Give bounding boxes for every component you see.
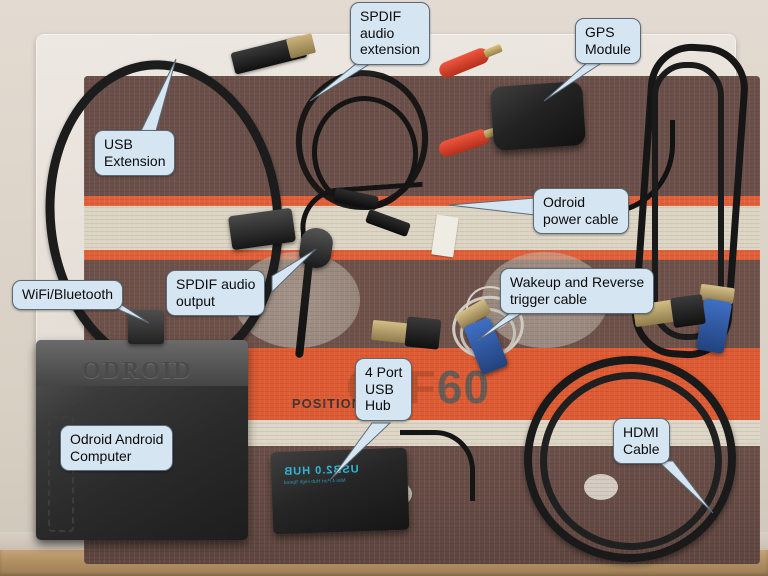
callout-wifi-bluetooth[interactable]: WiFi/Bluetooth bbox=[12, 280, 124, 310]
odroid-enclosure-top bbox=[36, 340, 248, 386]
sleeve-band-cream-1 bbox=[84, 206, 760, 250]
sleeve-band-orange-2 bbox=[84, 250, 760, 260]
callout-gps-module[interactable]: GPS Module bbox=[575, 18, 641, 65]
sleeve-band-orange-1 bbox=[84, 196, 760, 206]
coiled-black-cable-inner bbox=[652, 62, 724, 340]
usb-hub-cable bbox=[400, 430, 475, 501]
cassette-position-text: POSITION bbox=[292, 396, 363, 411]
odroid-brand-text: ODROID bbox=[82, 358, 193, 384]
odroid-vent-slot bbox=[48, 416, 74, 532]
callout-hdmi-cable[interactable]: HDMI Cable bbox=[613, 418, 670, 465]
callout-four-port-usb-hub[interactable]: 4 Port USB Hub bbox=[355, 358, 413, 421]
callout-spdif-audio-extension[interactable]: SPDIF audio extension bbox=[350, 2, 430, 65]
callout-wakeup-reverse-trigger[interactable]: Wakeup and Reverse trigger cable bbox=[500, 268, 655, 315]
callout-odroid-power-cable[interactable]: Odroid power cable bbox=[533, 188, 629, 235]
callout-odroid-android-computer[interactable]: Odroid Android Computer bbox=[60, 425, 174, 472]
callout-spdif-audio-output[interactable]: SPDIF audio output bbox=[166, 270, 266, 317]
callout-usb-extension[interactable]: USB Extension bbox=[94, 130, 176, 177]
hdmi-cable-loop-inner bbox=[540, 372, 722, 550]
